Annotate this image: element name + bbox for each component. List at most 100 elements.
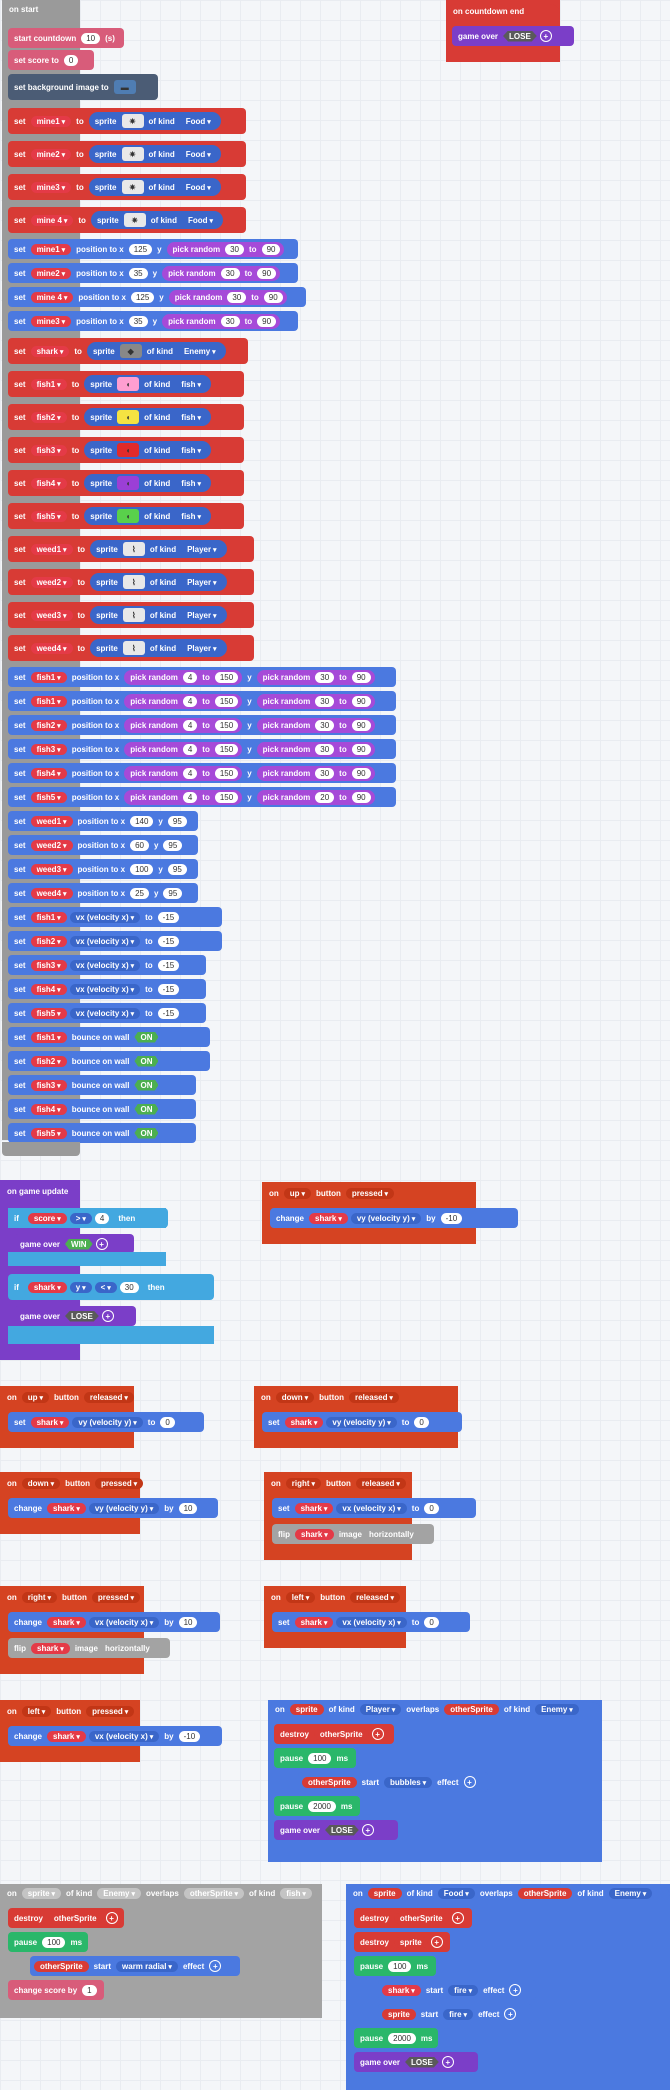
variable-dropdown[interactable]: fish bbox=[175, 411, 207, 423]
variable-dropdown[interactable]: vx (velocity x) bbox=[88, 1616, 160, 1628]
number-input[interactable]: 100 bbox=[308, 1752, 332, 1764]
add-icon[interactable]: + bbox=[95, 1238, 108, 1250]
variable-dropdown[interactable]: released bbox=[83, 1391, 134, 1403]
other-sprite-variable[interactable]: otherSprite bbox=[313, 1728, 369, 1740]
variable-dropdown[interactable]: right bbox=[285, 1477, 322, 1489]
background-image-icon[interactable]: ▬ bbox=[113, 80, 136, 94]
variable-dropdown[interactable]: weed4 bbox=[30, 887, 73, 899]
sprite-variable[interactable]: sprite bbox=[289, 1703, 324, 1715]
variable-dropdown[interactable]: Player bbox=[181, 576, 223, 588]
velocity-block[interactable]: setsharkvy (velocity y)to0 bbox=[262, 1412, 462, 1432]
shark-image-icon[interactable]: ◆ bbox=[119, 344, 142, 358]
variable-dropdown[interactable]: pressed bbox=[345, 1187, 395, 1199]
variable-dropdown[interactable]: shark bbox=[294, 1616, 334, 1628]
other-sprite-variable[interactable]: otherSprite bbox=[517, 1887, 573, 1899]
other-sprite-variable[interactable]: otherSprite bbox=[183, 1887, 245, 1899]
variable-dropdown[interactable]: Food bbox=[179, 181, 217, 193]
lose-value[interactable]: LOSE bbox=[65, 1310, 99, 1322]
variable-dropdown[interactable]: Player bbox=[359, 1703, 402, 1715]
lose-value[interactable]: LOSE bbox=[325, 1824, 359, 1836]
start-effect-block[interactable]: sharkstartfireeffect+ bbox=[378, 1980, 536, 2000]
variable-dropdown[interactable]: pressed bbox=[86, 1705, 135, 1717]
add-icon[interactable]: + bbox=[430, 1936, 443, 1948]
variable-dropdown[interactable]: shark bbox=[47, 1730, 86, 1742]
variable-dropdown[interactable]: vx (velocity x) bbox=[336, 1502, 407, 1514]
velocity-block[interactable]: setsharkvx (velocity x)to0 bbox=[272, 1498, 476, 1518]
variable-dropdown[interactable]: fish2 bbox=[30, 411, 67, 423]
variable-dropdown[interactable]: fish3 bbox=[30, 743, 67, 755]
variable-dropdown[interactable]: mine2 bbox=[30, 148, 72, 160]
number-input[interactable]: -10 bbox=[178, 1730, 201, 1742]
number-input[interactable]: 0 bbox=[414, 1416, 429, 1428]
number-input[interactable]: 30 bbox=[220, 315, 240, 327]
variable-dropdown[interactable]: fish1 bbox=[30, 1031, 67, 1043]
variable-dropdown[interactable]: released bbox=[349, 1391, 399, 1403]
variable-dropdown[interactable]: weed1 bbox=[30, 815, 73, 827]
variable-dropdown[interactable]: down bbox=[21, 1477, 61, 1489]
add-icon[interactable]: + bbox=[509, 1984, 522, 1996]
star-icon[interactable]: ✷ bbox=[121, 114, 144, 128]
variable-dropdown[interactable]: Food bbox=[437, 1887, 475, 1899]
number-input[interactable]: 125 bbox=[130, 291, 155, 303]
number-input[interactable]: 30 bbox=[315, 743, 335, 755]
variable-dropdown[interactable]: vx (velocity x) bbox=[336, 1616, 407, 1628]
variable-dropdown[interactable]: mine1 bbox=[30, 243, 72, 255]
weed-image-icon[interactable]: ⌇ bbox=[122, 575, 145, 589]
number-input[interactable]: 90 bbox=[351, 791, 371, 803]
variable-dropdown[interactable]: vx (velocity x) bbox=[69, 935, 141, 947]
number-input[interactable]: 90 bbox=[351, 767, 371, 779]
flip-image-block[interactable]: flipsharkimagehorizontally bbox=[8, 1638, 170, 1658]
variable-dropdown[interactable]: warm radial bbox=[116, 1960, 178, 1972]
variable-dropdown[interactable]: vx (velocity x) bbox=[69, 959, 141, 971]
variable-dropdown[interactable]: Enemy bbox=[177, 345, 222, 357]
variable-dropdown[interactable]: weed1 bbox=[30, 543, 73, 555]
variable-dropdown[interactable]: left bbox=[285, 1591, 316, 1603]
star-icon[interactable]: ✷ bbox=[123, 213, 146, 227]
variable-dropdown[interactable]: shark bbox=[47, 1616, 86, 1628]
number-input[interactable]: -15 bbox=[157, 911, 180, 923]
add-icon[interactable]: + bbox=[361, 1824, 374, 1836]
toggle-switch[interactable]: ON bbox=[134, 1103, 159, 1115]
number-input[interactable]: -10 bbox=[440, 1212, 463, 1224]
number-input[interactable]: 1 bbox=[82, 1984, 97, 1996]
variable-dropdown[interactable]: released bbox=[355, 1477, 406, 1489]
number-input[interactable]: 30 bbox=[119, 1281, 139, 1293]
variable-dropdown[interactable]: weed4 bbox=[30, 642, 73, 654]
lose-value[interactable]: LOSE bbox=[405, 2056, 439, 2068]
variable-dropdown[interactable]: fish4 bbox=[30, 1103, 67, 1115]
variable-dropdown[interactable]: Food bbox=[181, 214, 219, 226]
add-icon[interactable]: + bbox=[209, 1960, 222, 1972]
number-input[interactable]: 90 bbox=[351, 743, 371, 755]
number-input[interactable]: 90 bbox=[351, 719, 371, 731]
variable-dropdown[interactable]: mine3 bbox=[30, 315, 72, 327]
add-icon[interactable]: + bbox=[504, 2008, 517, 2020]
variable-dropdown[interactable]: vy (velocity y) bbox=[88, 1502, 160, 1514]
